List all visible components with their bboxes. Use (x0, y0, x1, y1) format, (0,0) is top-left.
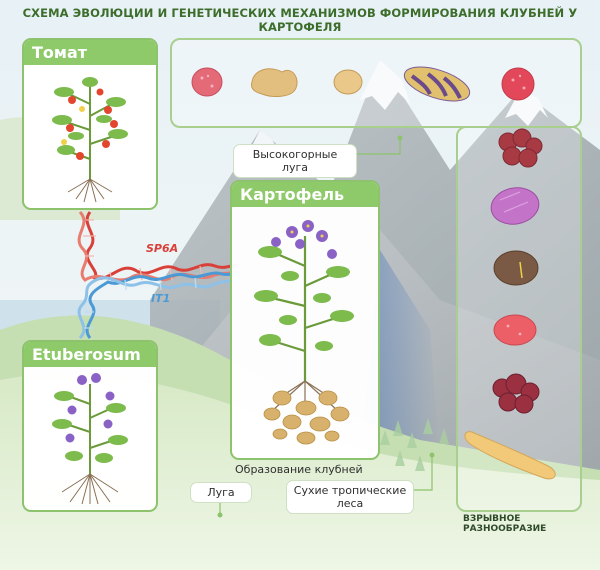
it1-helix (77, 271, 241, 340)
tuber-yellow-long (464, 431, 556, 480)
infographic-title: СХЕМА ЭВОЛЮЦИИ И ГЕНЕТИЧЕСКИХ МЕХАНИЗМОВ… (22, 6, 578, 34)
habitat-meadows: Луга (190, 482, 252, 503)
tuber-brown-oval (493, 250, 539, 286)
tuber-red-cluster (498, 128, 543, 168)
tomato-card: Томат (22, 38, 158, 210)
etuberosum-title: Etuberosum (24, 342, 156, 367)
tuber-coral-oval (493, 314, 537, 346)
potato-title: Картофель (232, 182, 378, 207)
tuber-pink-round (191, 67, 223, 97)
tuber-violet-oval (490, 187, 540, 225)
habitat-highland-meadows: Высокогорные луга (233, 144, 357, 178)
gene-label-sp6a: SP6A (146, 242, 179, 255)
habitat-dry-tropical-forests: Сухие тропические леса (286, 480, 414, 514)
tuber-formation-caption: Образование клубней (235, 463, 363, 476)
tomato-plant-illustration (52, 77, 128, 203)
tuber-beige-small (333, 69, 363, 95)
potato-card: Картофель (230, 180, 380, 460)
tuber-dark-red-cluster (492, 373, 540, 414)
explosive-diversity-caption: ВЗРЫВНОЕ РАЗНООБРАЗИЕ (463, 514, 547, 534)
tomato-title: Томат (24, 40, 156, 65)
tuber-beige-knobby (251, 68, 298, 97)
etuberosum-card: Etuberosum (22, 340, 158, 512)
gene-label-it1: IT1 (151, 292, 171, 305)
potato-plant-illustration (254, 220, 354, 445)
etuberosum-plant-illustration (52, 373, 128, 505)
tuber-red-round-top (501, 67, 535, 101)
